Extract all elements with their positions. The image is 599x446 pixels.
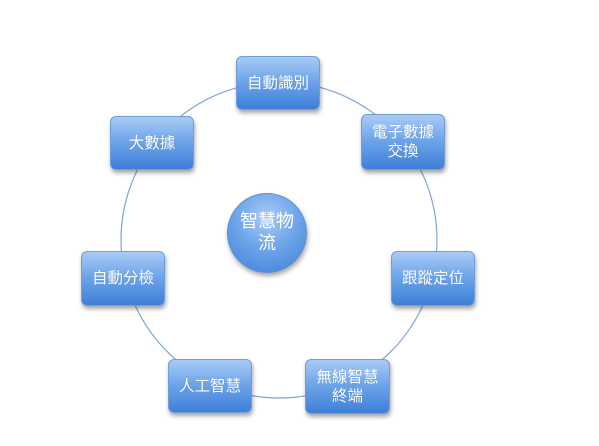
node-label: 跟蹤定位 [401, 269, 464, 287]
node-label: 人工智慧 [178, 376, 241, 395]
node-auto-sorting: 自動分檢 [81, 251, 165, 306]
node-label: 大數據 [128, 133, 176, 152]
node-edi: 電子數據交換 [361, 114, 445, 170]
node-wireless-terminal: 無線智慧終端 [305, 359, 390, 414]
node-label: 電子數據交換 [371, 123, 434, 160]
node-label: 自動識別 [246, 73, 309, 92]
node-ai: 人工智慧 [168, 359, 252, 413]
node-tracking: 跟蹤定位 [391, 251, 475, 306]
node-auto-identification: 自動識別 [236, 56, 320, 110]
center-node-label: 智慧物流 [240, 211, 294, 254]
node-label: 無線智慧終端 [316, 367, 379, 405]
node-label: 自動分檢 [91, 269, 154, 287]
center-node: 智慧物流 [227, 193, 307, 273]
node-big-data: 大數據 [110, 116, 194, 170]
